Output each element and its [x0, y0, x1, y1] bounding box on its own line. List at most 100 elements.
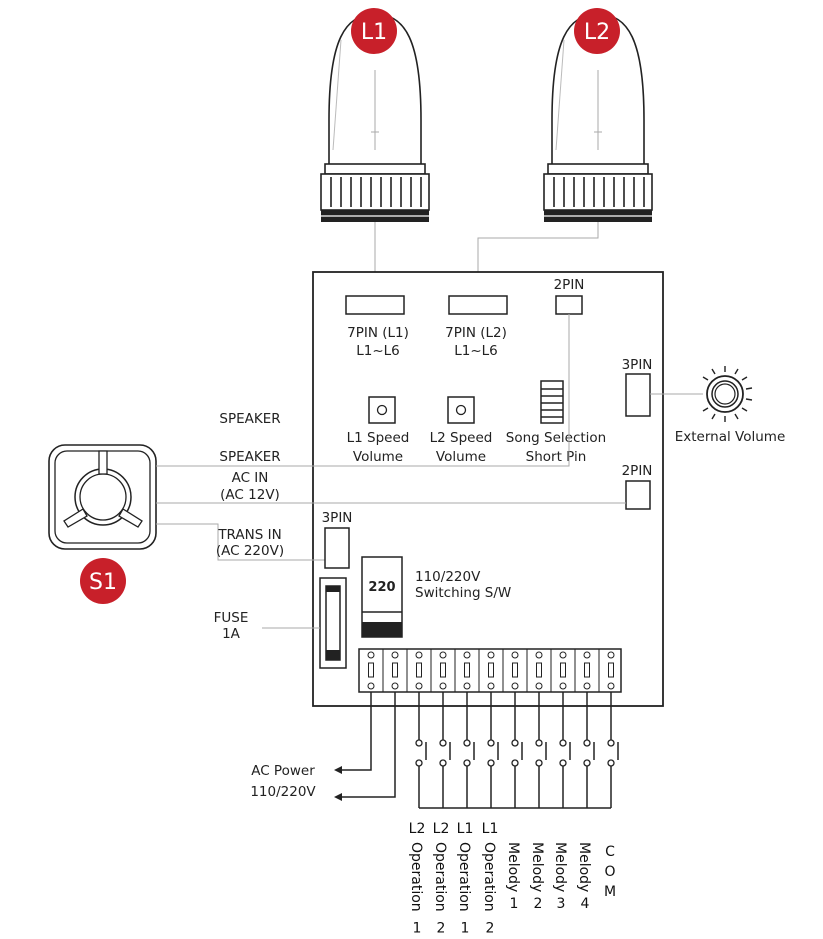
- terminal-screw-top: [535, 651, 543, 659]
- trans-in-sublabel: (AC 220V): [216, 543, 284, 559]
- terminal-screw-bottom: [511, 682, 519, 690]
- svg-text:S1: S1: [89, 570, 117, 595]
- terminal-label-num: 2: [437, 921, 446, 937]
- terminal-block: [358, 648, 622, 693]
- switch-wiring: [415, 692, 619, 809]
- svg-text:L1: L1: [361, 20, 387, 45]
- terminal-screw-top: [559, 651, 567, 659]
- terminal-screw-bottom: [583, 682, 591, 690]
- badge-l1: L1: [351, 8, 397, 54]
- speaker-label-2: SPEAKER: [219, 449, 280, 465]
- trans-in-label: TRANS IN: [217, 527, 281, 543]
- song-selection-pins: [540, 380, 564, 424]
- pin2-top-label: 2PIN: [554, 277, 585, 293]
- l1-speed-label: L1 Speed: [347, 430, 410, 446]
- terminal-slot: [608, 662, 614, 678]
- terminal-screw-bottom: [535, 682, 543, 690]
- ac-in-sublabel: (AC 12V): [220, 487, 280, 503]
- terminal-screw-top: [391, 651, 399, 659]
- terminal-slot: [488, 662, 494, 678]
- terminal-label-word: Melody: [552, 842, 568, 892]
- terminal-screw-bottom: [463, 682, 471, 690]
- com-label-letter: M: [604, 884, 616, 900]
- terminal-screw-bottom: [391, 682, 399, 690]
- terminal-label-word: Melody: [505, 842, 521, 892]
- external-volume-label: External Volume: [675, 429, 786, 445]
- terminal-label-top: L2: [433, 821, 450, 837]
- terminal-screw-top: [583, 651, 591, 659]
- terminal-slot: [464, 662, 470, 678]
- terminal-label-num: 2: [534, 896, 543, 912]
- terminal-label-top: L1: [482, 821, 499, 837]
- terminal-label-num: 1: [461, 921, 470, 937]
- connector-2pin-top: [555, 295, 583, 315]
- terminal-screw-top: [439, 651, 447, 659]
- terminal-screw-bottom: [559, 682, 567, 690]
- terminal-slot: [512, 662, 518, 678]
- pin3-left-label: 3PIN: [322, 510, 353, 526]
- ac-power-label: AC Power: [251, 763, 315, 779]
- fuse-holder: [319, 577, 347, 669]
- terminal-labels: L2Operation1L2Operation2L1Operation1L1Op…: [408, 821, 616, 937]
- pin7-l2-sublabel: L1~L6: [454, 343, 498, 359]
- svg-text:L2: L2: [584, 20, 610, 45]
- pin7-l1-sublabel: L1~L6: [356, 343, 400, 359]
- terminal-label-num: 3: [557, 896, 566, 912]
- terminal-label-word: Operation: [432, 842, 448, 912]
- connector-7pin-l2: [448, 295, 508, 315]
- terminal-label-word: Operation: [408, 842, 424, 912]
- terminal-slot: [536, 662, 542, 678]
- l1-speed-sublabel: Volume: [353, 449, 403, 465]
- terminal-label-top: L2: [409, 821, 426, 837]
- song-selection-label: Song Selection: [506, 430, 606, 446]
- terminal-screw-top: [415, 651, 423, 659]
- terminal-slot: [584, 662, 590, 678]
- terminal-screw-top: [487, 651, 495, 659]
- com-label-letter: C: [605, 844, 615, 860]
- fuse-sublabel: 1A: [222, 626, 241, 642]
- connector-3pin-left: [324, 527, 350, 569]
- ac-power-sublabel: 110/220V: [250, 784, 316, 800]
- song-selection-sublabel: Short Pin: [526, 449, 587, 465]
- speaker-s1-icon: [48, 444, 157, 550]
- switch-label: 110/220V: [415, 569, 481, 585]
- terminal-screw-bottom: [415, 682, 423, 690]
- badge-l2: L2: [574, 8, 620, 54]
- terminal-label-num: 4: [581, 896, 590, 912]
- terminal-screw-bottom: [367, 682, 375, 690]
- terminal-slot: [440, 662, 446, 678]
- terminal-screw-bottom: [487, 682, 495, 690]
- connector-7pin-l1: [345, 295, 405, 315]
- terminal-label-top: L1: [457, 821, 474, 837]
- pin3-right-label: 3PIN: [622, 357, 653, 373]
- terminal-screw-bottom: [607, 682, 615, 690]
- terminal-screw-top: [463, 651, 471, 659]
- pin7-l2-label: 7PIN (L2): [445, 325, 507, 341]
- ac-in-label: AC IN: [232, 470, 269, 486]
- com-label-letter: O: [604, 864, 615, 880]
- terminal-label-word: Melody: [576, 842, 592, 892]
- l2-speed-label: L2 Speed: [430, 430, 493, 446]
- terminal-screw-top: [367, 651, 375, 659]
- voltage-switch-value: 220: [368, 580, 395, 595]
- terminal-slot: [560, 662, 566, 678]
- badge-s1: S1: [80, 558, 126, 604]
- connector-3pin-right: [625, 373, 651, 417]
- terminal-label-word: Melody: [529, 842, 545, 892]
- terminal-label-num: 2: [486, 921, 495, 937]
- switch-sublabel: Switching S/W: [415, 585, 511, 601]
- fuse-label: FUSE: [214, 610, 249, 626]
- voltage-switch: 220: [361, 556, 403, 638]
- terminal-slot: [416, 662, 422, 678]
- terminal-screw-bottom: [439, 682, 447, 690]
- terminal-screw-top: [607, 651, 615, 659]
- external-volume-knob-icon: [702, 366, 753, 422]
- terminal-label-num: 1: [510, 896, 519, 912]
- connector-2pin-right: [625, 480, 651, 510]
- terminal-slot: [368, 662, 374, 678]
- l2-speed-sublabel: Volume: [436, 449, 486, 465]
- terminal-slot: [392, 662, 398, 678]
- terminal-label-word: Operation: [456, 842, 472, 912]
- terminal-screw-top: [511, 651, 519, 659]
